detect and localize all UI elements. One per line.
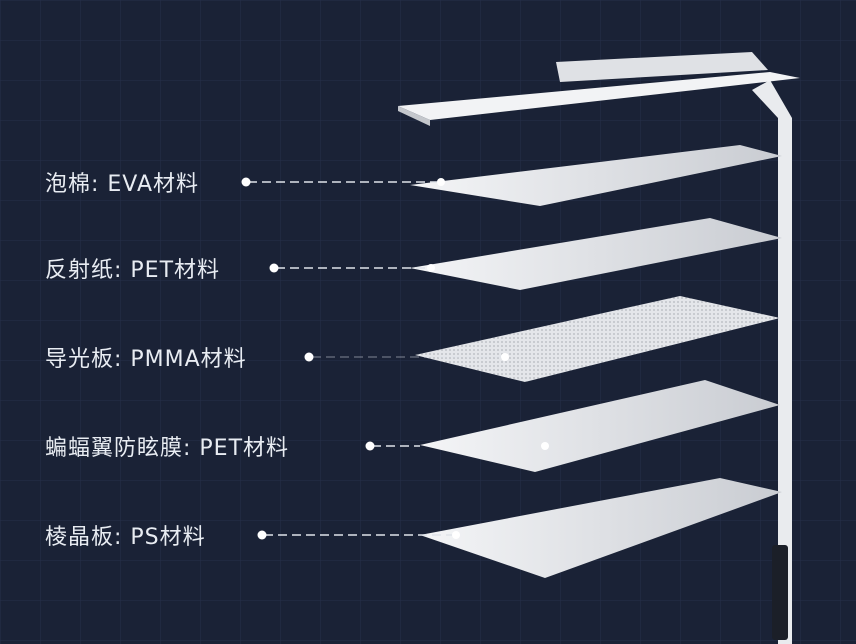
leader-end-4 (541, 442, 549, 450)
leader-dot-3 (304, 352, 314, 362)
layer-label-prism: 棱晶板: PS材料 (45, 525, 206, 550)
panel-foam (410, 145, 782, 206)
leader-end-3 (501, 353, 509, 361)
leader-end-1 (437, 178, 445, 186)
layer-label-batwing-film: 蝙蝠翼防眩膜: PET材料 (45, 436, 290, 461)
leader-end-2 (427, 264, 435, 272)
leader-dot-2 (269, 263, 279, 273)
leader-end-5 (452, 531, 460, 539)
leader-dot-1 (241, 177, 251, 187)
panel-reflector (410, 218, 782, 290)
layer-label-reflector: 反射纸: PET材料 (45, 258, 221, 283)
lamp-pole (752, 80, 792, 644)
panel-prism (420, 478, 782, 578)
leader-dot-4 (365, 441, 375, 451)
leader-dot-5 (257, 530, 267, 540)
layer-label-light-guide: 导光板: PMMA材料 (45, 347, 247, 372)
lamp-head (398, 52, 800, 126)
control-panel (772, 545, 788, 640)
panel-batwing-film (420, 380, 780, 472)
layer-label-foam: 泡棉: EVA材料 (45, 172, 199, 197)
